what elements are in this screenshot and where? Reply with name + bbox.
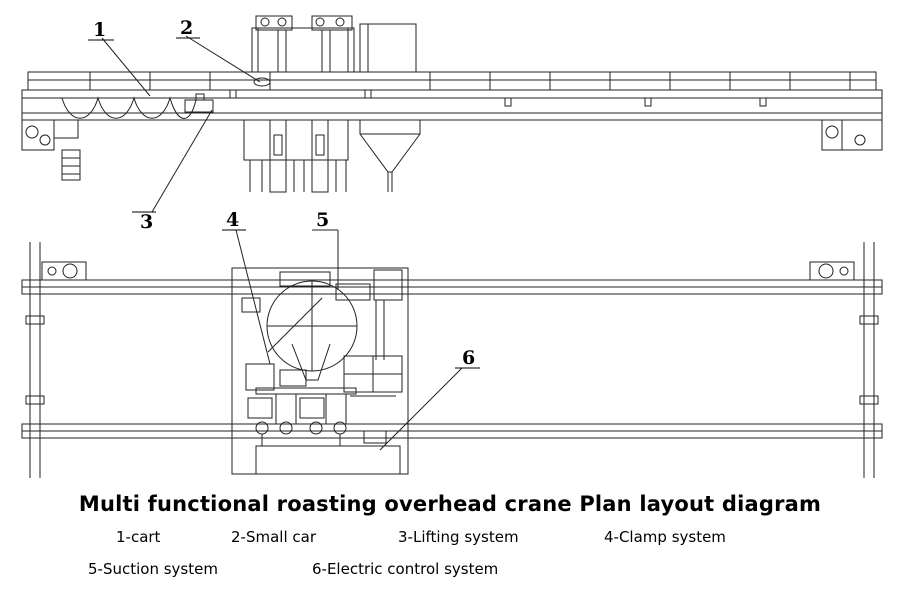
callout-3: 3 [140,211,153,233]
legend-item-electric-control: 6-Electric control system [312,560,499,578]
legend-item-suction-system: 5-Suction system [88,560,218,578]
leader-lines [101,35,463,451]
callout-1: 1 [93,19,106,41]
crane-drawing: 1 2 3 4 5 6 [21,15,883,478]
legend-item-cart: 1-cart [116,528,161,546]
legend-item-clamp-system: 4-Clamp system [604,528,726,546]
legend-item-lifting-system: 3-Lifting system [398,528,519,546]
diagram-title: Multi functional roasting overhead crane… [78,492,822,516]
plan-view [21,242,883,478]
elevation-view [21,15,883,193]
legend-item-small-car: 2-Small car [231,528,316,546]
callout-5: 5 [316,209,329,231]
callout-4: 4 [226,209,239,231]
callout-2: 2 [180,17,193,39]
callout-6: 6 [462,347,475,369]
